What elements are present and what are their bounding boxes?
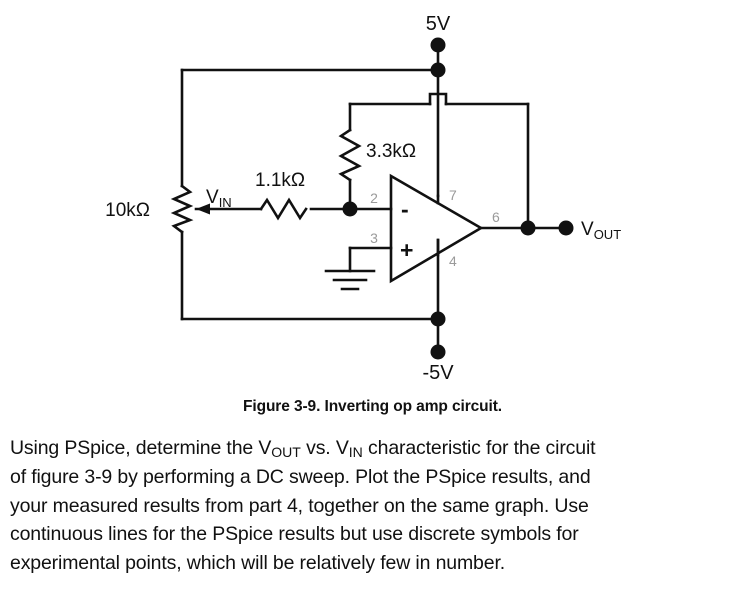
terminal-dot-vneg bbox=[430, 344, 446, 360]
body-line-1-part-a: Using PSpice, determine the V bbox=[10, 437, 272, 459]
pin-label-3: 3 bbox=[370, 230, 378, 246]
resistor-3k3-label: 3.3kΩ bbox=[366, 141, 416, 162]
junction-dot-inverting-node bbox=[342, 201, 358, 217]
junction-dot-output-node bbox=[520, 220, 536, 236]
wiper-arrow-icon bbox=[196, 203, 210, 215]
body-line-1-sub-out: OUT bbox=[271, 443, 301, 460]
node-label-vin-sub: IN bbox=[219, 195, 232, 210]
body-line-2: of figure 3-9 by performing a DC sweep. … bbox=[10, 466, 591, 489]
node-label-vout-sub: OUT bbox=[594, 227, 622, 242]
op-amp-body bbox=[389, 173, 484, 284]
rail-label-negative: -5V bbox=[422, 362, 454, 384]
body-line-1: Using PSpice, determine the VOUT vs. VIN… bbox=[10, 434, 738, 463]
body-line-1-sub-in: IN bbox=[348, 443, 363, 460]
body-paragraph: Using PSpice, determine the VOUT vs. VIN… bbox=[10, 434, 738, 577]
pin-label-2: 2 bbox=[370, 190, 378, 206]
op-amp-inverting-sign: - bbox=[401, 196, 409, 222]
pin-label-6: 6 bbox=[492, 209, 500, 225]
wire-hop-crossover bbox=[428, 92, 448, 106]
body-line-1-part-c: characteristic for the circuit bbox=[362, 437, 596, 459]
node-label-vout-main: V bbox=[581, 219, 594, 240]
body-line-4: continuous lines for the PSpice results … bbox=[10, 523, 579, 546]
op-amp-noninverting-sign: + bbox=[400, 237, 413, 263]
junction-dot-top-rail bbox=[430, 62, 446, 78]
circuit-schematic: - + 2 3 7 4 6 10kΩ 1.1kΩ 3.3kΩ 5V -5V VI… bbox=[105, 13, 621, 384]
body-line-3: your measured results from part 4, toget… bbox=[10, 494, 589, 517]
figure-caption: Figure 3-9. Inverting op amp circuit. bbox=[243, 398, 502, 415]
potentiometer-10k-label: 10kΩ bbox=[105, 200, 150, 221]
node-label-vout: VOUT bbox=[581, 219, 621, 242]
rail-label-positive: 5V bbox=[426, 13, 451, 35]
body-line-5: experimental points, which will be relat… bbox=[10, 551, 505, 574]
junction-dot-bottom-rail bbox=[430, 311, 446, 327]
resistor-3k3-body bbox=[338, 128, 362, 182]
pin-label-7: 7 bbox=[449, 187, 457, 203]
potentiometer-10k-body bbox=[170, 184, 194, 234]
terminal-dot-vout bbox=[558, 220, 574, 236]
body-line-1-part-b: vs. V bbox=[300, 437, 349, 459]
terminal-dot-vpos bbox=[430, 37, 446, 53]
resistor-1k1-label: 1.1kΩ bbox=[255, 170, 305, 191]
node-label-vin-main: V bbox=[206, 187, 219, 208]
node-label-vin: VIN bbox=[206, 187, 232, 210]
resistor-1k1-body bbox=[259, 197, 308, 221]
pin-label-4: 4 bbox=[449, 253, 457, 269]
